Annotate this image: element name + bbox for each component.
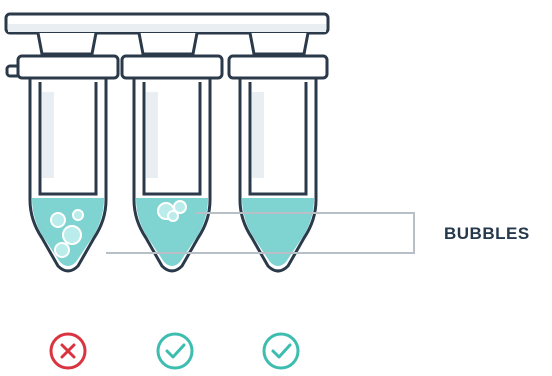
- tube-2: [122, 33, 222, 271]
- tube-3: [229, 33, 327, 271]
- strip-cap: [6, 14, 328, 33]
- tube-2-status-check-icon: [158, 334, 192, 368]
- tube-1-status-x-icon: [51, 334, 85, 368]
- tube-1: [7, 33, 118, 271]
- bubbles-label: BUBBLES: [444, 224, 530, 243]
- tube-3-status-check-icon: [264, 334, 298, 368]
